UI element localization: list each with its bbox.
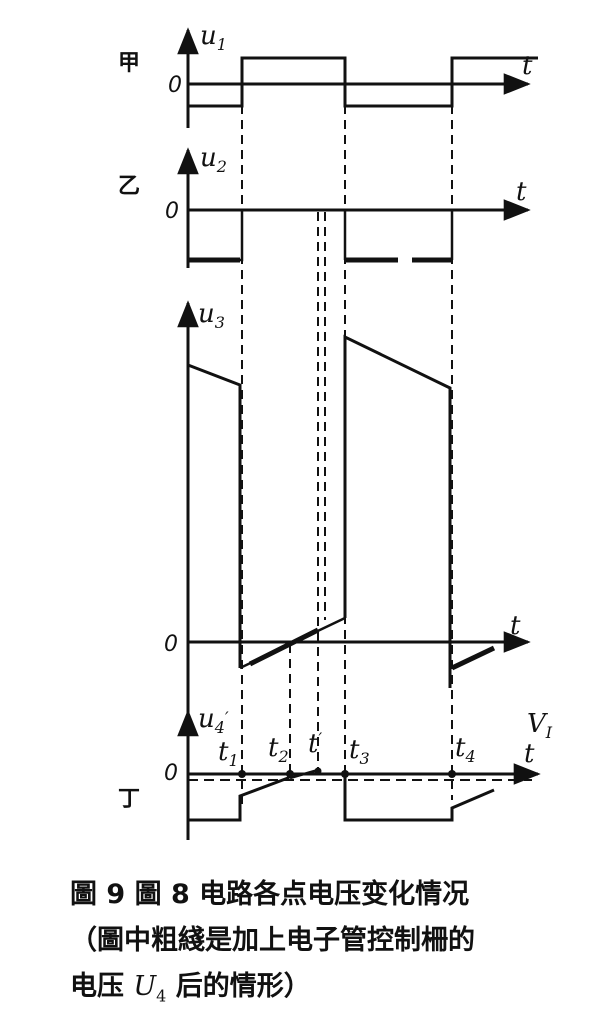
u4-ramp-segment: [289, 768, 319, 780]
u2-t-label: t: [516, 177, 527, 207]
time-label-t4: t4: [455, 733, 476, 766]
u3-t-label: t: [510, 611, 521, 641]
u2-thin-wave: [188, 210, 244, 262]
u1-axis-label: u1: [200, 21, 227, 54]
u1-square-wave: [188, 56, 538, 108]
caption-u4-symbol: U4: [133, 971, 167, 1006]
u1-t-label: t: [522, 51, 533, 81]
panel-jia: 甲 u1 0 t: [118, 21, 538, 128]
time-label-t2: t2: [268, 733, 289, 766]
caption-line-2: （圖中粗綫是加上电子管控制柵的: [70, 925, 475, 956]
panel-tag-yi: 乙: [118, 174, 140, 199]
figure-caption: 圖 9 圖 8 电路各点电压变化情况 （圖中粗綫是加上电子管控制柵的 电压 U4…: [70, 872, 600, 1019]
u2-axis-label: u2: [200, 143, 227, 176]
u3-axis-label: u3: [198, 299, 225, 332]
panel-tag-ding: 丁: [118, 787, 140, 812]
panel-tag-jia: 甲: [118, 51, 140, 76]
panel-u3: u3 0 t: [164, 299, 531, 830]
u4-axis-label: u4′: [198, 704, 229, 737]
u3-thick-ramp-2: [450, 645, 496, 671]
u3-thick-ramp-1: [248, 627, 320, 667]
time-label-t3: t3: [349, 735, 370, 768]
u4-t-label: t: [524, 739, 535, 769]
caption-line-1: 圖 9 圖 8 电路各点电压变化情况: [70, 879, 470, 910]
marker-t1: [238, 770, 246, 778]
time-label-tprime: t′: [308, 729, 322, 759]
time-guides: [241, 60, 453, 812]
panel-ding: 丁 u4′ 0 VI t t1 t2 t′ t3 t4: [118, 704, 553, 840]
caption-line-3-post: 后的情形）: [166, 971, 311, 1002]
caption-line-3: 电压 U4 后的情形）: [70, 964, 600, 1019]
u4-zero-label: 0: [164, 761, 178, 786]
marker-t2: [286, 770, 294, 778]
caption-line-3-pre: 电压: [70, 971, 134, 1002]
u2-zero-label: 0: [165, 199, 179, 224]
u1-zero-label: 0: [168, 73, 182, 98]
marker-tprime: [314, 767, 322, 775]
u3-sawtooth-2: [343, 334, 452, 688]
marker-t4: [448, 770, 456, 778]
vi-label: VI: [527, 709, 553, 742]
u3-sawtooth-1: [187, 363, 242, 668]
time-label-t1: t1: [218, 737, 239, 770]
panel-yi: 乙 u2 0 t: [118, 143, 531, 268]
marker-t3: [341, 770, 349, 778]
u3-zero-label: 0: [164, 632, 178, 657]
